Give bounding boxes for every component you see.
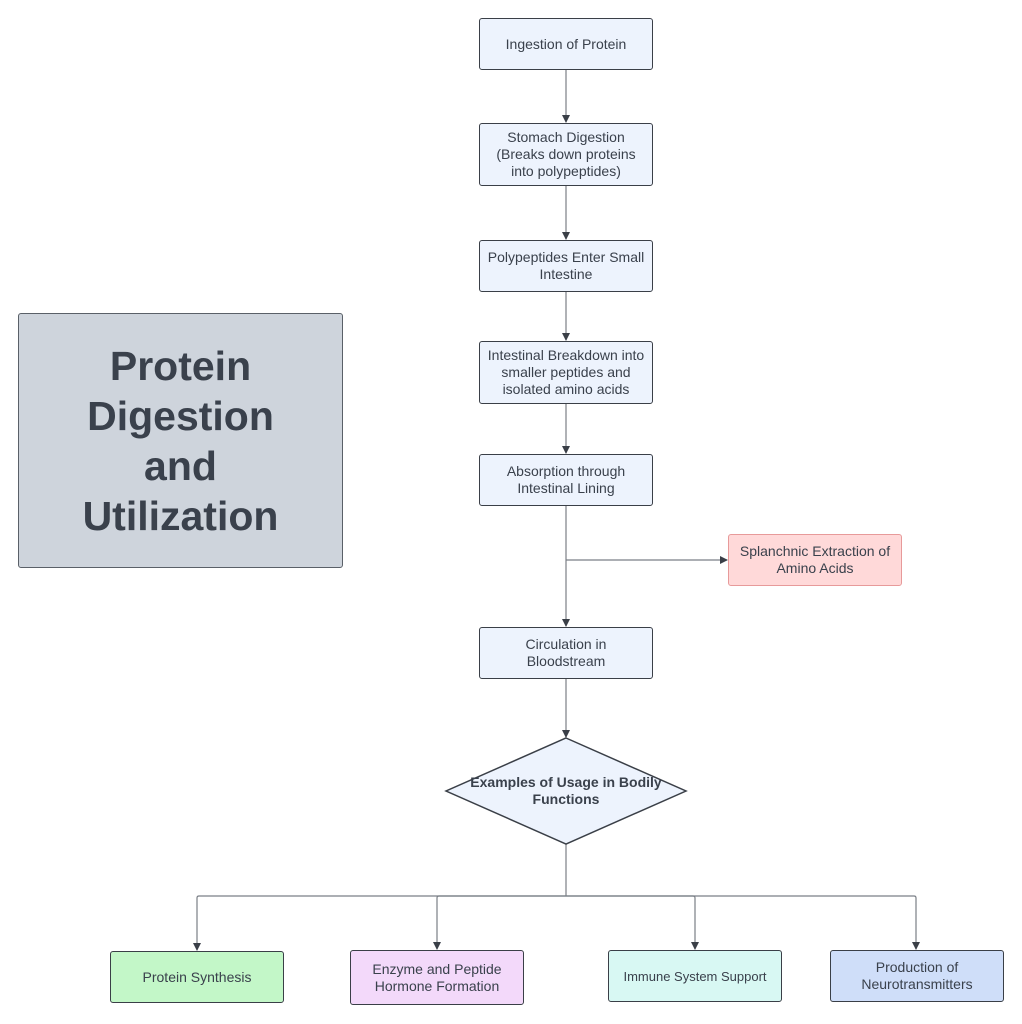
node-intestinal-breakdown[interactable]: Intestinal Breakdown into smaller peptid… xyxy=(479,341,653,404)
node-absorption[interactable]: Absorption through Intestinal Lining xyxy=(479,454,653,506)
node-protein-synthesis-label: Protein Synthesis xyxy=(142,968,252,985)
diagram-title: Protein Digestion and Utilization xyxy=(18,313,343,568)
node-splanchnic-extraction-label: Splanchnic Extraction of Amino Acids xyxy=(739,543,891,576)
decision-diamond[interactable] xyxy=(444,737,688,845)
node-stomach-digestion[interactable]: Stomach Digestion (Breaks down proteins … xyxy=(479,123,653,186)
node-absorption-label: Absorption through Intestinal Lining xyxy=(506,463,626,496)
node-stomach-digestion-label: Stomach Digestion (Breaks down proteins … xyxy=(496,129,636,179)
node-circulation[interactable]: Circulation in Bloodstream xyxy=(479,627,653,679)
node-small-intestine-label: Polypeptides Enter Small Intestine xyxy=(487,249,645,282)
node-neurotransmitters[interactable]: Production of Neurotransmitters xyxy=(830,950,1004,1002)
node-enzyme-hormone[interactable]: Enzyme and Peptide Hormone Formation xyxy=(350,950,524,1005)
node-circulation-label: Circulation in Bloodstream xyxy=(525,636,607,669)
edge-to-enzyme-hormone xyxy=(433,895,566,950)
node-small-intestine[interactable]: Polypeptides Enter Small Intestine xyxy=(479,240,653,292)
node-immune-support[interactable]: Immune System Support xyxy=(608,950,782,1002)
node-neurotransmitters-label: Production of Neurotransmitters xyxy=(861,959,973,992)
node-intestinal-breakdown-label: Intestinal Breakdown into smaller peptid… xyxy=(487,347,645,397)
node-immune-support-label: Immune System Support xyxy=(623,968,767,984)
edge-to-neurotransmitters xyxy=(566,895,920,950)
node-protein-synthesis[interactable]: Protein Synthesis xyxy=(110,951,284,1003)
edge-to-protein-synthesis xyxy=(193,895,566,951)
decision-label: Examples of Usage in Bodily Functions xyxy=(470,774,662,807)
node-ingestion[interactable]: Ingestion of Protein xyxy=(479,18,653,70)
edge-to-immune xyxy=(566,895,699,950)
node-enzyme-hormone-label: Enzyme and Peptide Hormone Formation xyxy=(372,960,502,994)
node-ingestion-label: Ingestion of Protein xyxy=(505,35,627,52)
node-splanchnic-extraction[interactable]: Splanchnic Extraction of Amino Acids xyxy=(728,534,902,586)
